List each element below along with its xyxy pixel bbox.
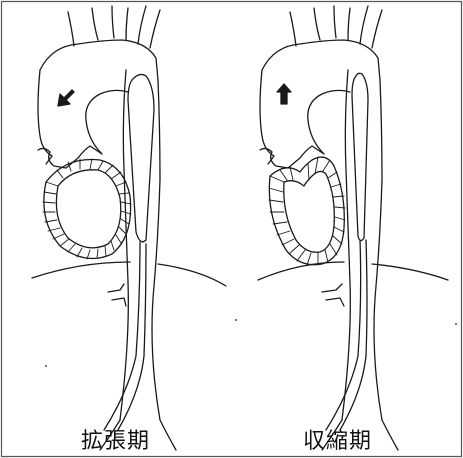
neck-vessel	[112, 6, 114, 38]
catheter-line	[326, 240, 361, 430]
diaphragm-left-curve	[258, 262, 344, 280]
ventricle-inner-wall	[56, 170, 120, 248]
neck-vessel	[92, 8, 98, 40]
neck-vessel	[126, 8, 128, 40]
speck	[45, 365, 47, 367]
ascending-aorta-wall	[260, 70, 274, 156]
systole-panel	[258, 6, 448, 450]
neck-vessel	[372, 10, 382, 48]
flow-arrow-down-left-icon	[58, 90, 74, 106]
flow-arrow-up-icon	[277, 84, 291, 104]
speck	[455, 323, 457, 325]
branch-stub	[322, 284, 344, 306]
inner-arch	[86, 90, 128, 154]
speck	[235, 319, 237, 321]
ascending-aorta-wall	[38, 70, 52, 156]
neck-vessel	[334, 6, 336, 38]
aortic-root	[38, 146, 102, 168]
diaphragm-left-curve	[32, 262, 130, 278]
balloon-inflated	[128, 74, 154, 241]
descending-aorta-left-wall	[342, 70, 350, 420]
neck-vessel	[360, 6, 368, 44]
neck-vessel	[290, 12, 296, 46]
descending-aorta-right-wall	[374, 80, 382, 420]
diastole-panel	[32, 6, 226, 450]
diaphragm-right-curve	[158, 264, 226, 286]
diaphragm-right-curve	[372, 264, 448, 280]
aortic-root	[260, 146, 324, 168]
neck-vessel	[68, 12, 74, 46]
caption-diastole: 拡張期	[81, 429, 150, 455]
neck-vessel	[348, 8, 350, 40]
balloon-deflated	[352, 73, 368, 240]
caption-systole: 収縮期	[303, 429, 372, 455]
neck-vessel	[314, 8, 320, 40]
descending-aorta-left-wall	[120, 70, 128, 420]
branch-stub	[108, 284, 126, 306]
neck-vessel	[138, 6, 146, 44]
neck-vessel	[150, 10, 160, 48]
inner-arch	[308, 90, 350, 154]
